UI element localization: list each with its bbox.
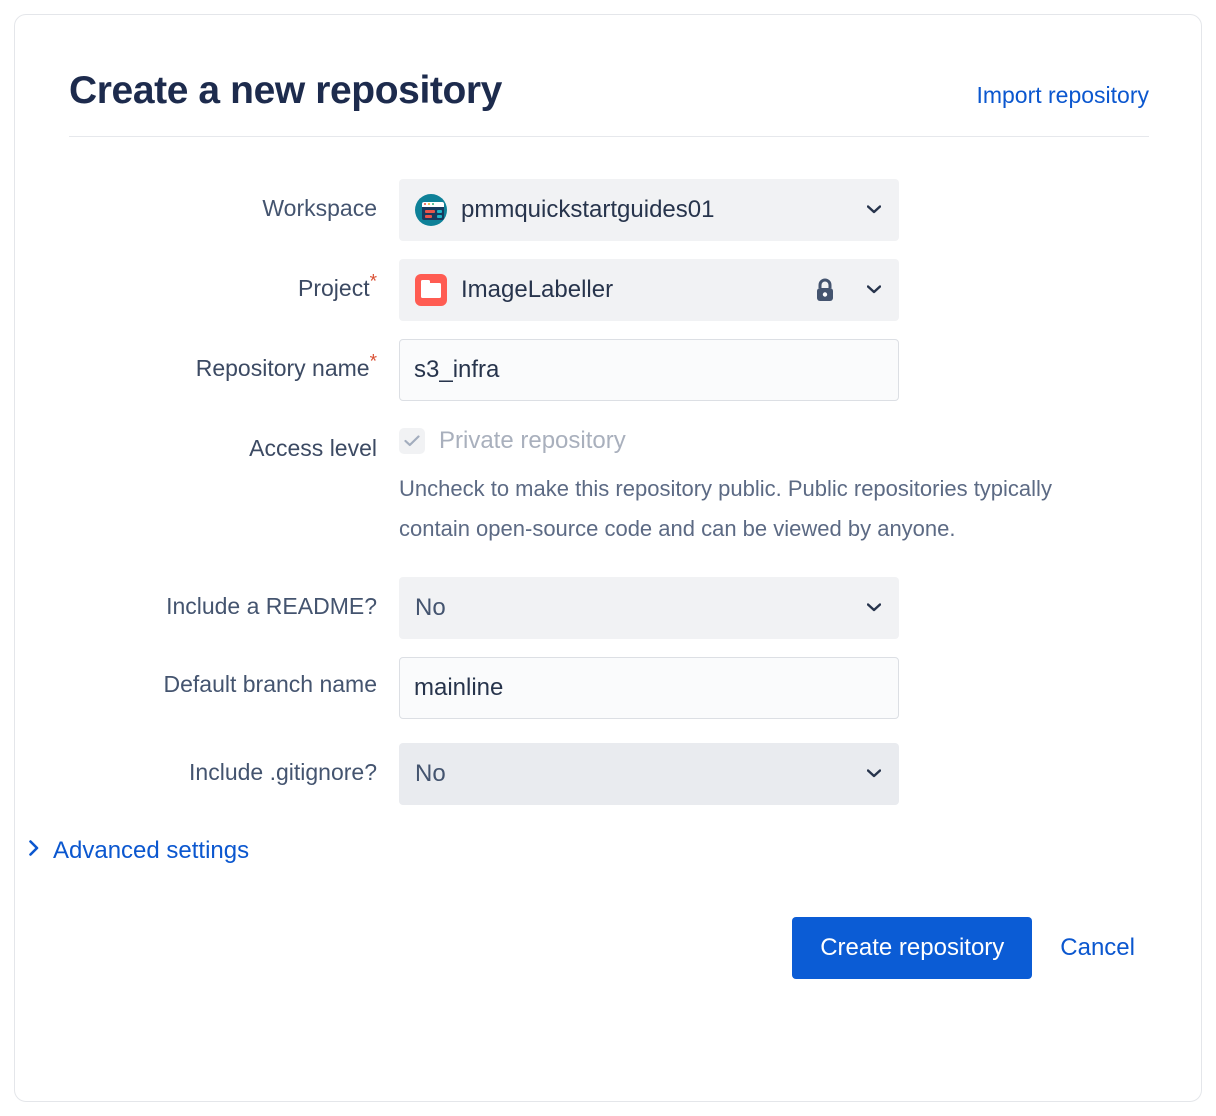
header-divider <box>69 135 1149 137</box>
access-level-row: Access level Private repository Uncheck … <box>69 419 1149 549</box>
advanced-settings-label: Advanced settings <box>53 836 250 864</box>
include-gitignore-label: Include .gitignore? <box>189 758 377 785</box>
include-gitignore-value: No <box>415 759 446 787</box>
project-select[interactable]: ImageLabeller <box>399 258 899 321</box>
advanced-settings-toggle[interactable]: Advanced settings <box>29 837 249 865</box>
chevron-down-icon <box>867 285 881 299</box>
default-branch-name-row: Default branch name mainline <box>69 656 1149 719</box>
include-gitignore-row: Include .gitignore? No <box>69 742 1149 805</box>
chevron-down-icon <box>867 769 881 783</box>
include-readme-field: No <box>399 576 1149 639</box>
project-label: Project* <box>69 259 399 307</box>
include-readme-row: Include a README? No <box>69 576 1149 639</box>
private-repository-checkbox <box>399 427 425 454</box>
project-field: ImageLabeller <box>399 258 1149 321</box>
workspace-field: pmmquickstartguides01 <box>399 178 1149 241</box>
repository-name-label-text: Repository name <box>195 354 370 381</box>
workspace-label: Workspace <box>262 194 377 221</box>
include-readme-label: Include a README? <box>166 592 377 619</box>
lock-icon <box>813 277 837 308</box>
create-repository-button[interactable]: Create repository <box>792 916 1033 979</box>
chevron-right-icon <box>29 840 39 861</box>
project-label-text: Project <box>298 274 370 301</box>
include-readme-select[interactable]: No <box>399 576 899 639</box>
access-level-help-text: Uncheck to make this repository public. … <box>399 475 1052 541</box>
project-folder-icon <box>415 273 447 306</box>
check-icon <box>404 435 420 446</box>
import-repository-link[interactable]: Import repository <box>976 82 1149 108</box>
workspace-select[interactable]: pmmquickstartguides01 <box>399 178 899 241</box>
form-actions: Create repository Cancel <box>69 916 1149 979</box>
cancel-button[interactable]: Cancel <box>1046 934 1149 962</box>
page-title: Create a new repository <box>69 69 502 112</box>
repository-name-label: Repository name* <box>69 339 399 387</box>
project-value: ImageLabeller <box>461 275 614 303</box>
private-repository-label: Private repository <box>439 426 626 454</box>
default-branch-name-input[interactable]: mainline <box>399 656 899 719</box>
form-container: Create a new repository Import repositor… <box>29 69 1149 979</box>
repository-name-row: Repository name* s3_infra <box>69 338 1149 401</box>
default-branch-name-field: mainline <box>399 656 1149 719</box>
repository-name-required-marker: * <box>369 351 377 373</box>
private-repository-checkbox-row[interactable]: Private repository <box>399 419 1149 455</box>
access-level-label: Access level <box>249 434 377 461</box>
default-branch-name-label: Default branch name <box>163 670 377 697</box>
create-repository-card: Create a new repository Import repositor… <box>14 14 1202 1102</box>
card-header: Create a new repository Import repositor… <box>69 69 1149 136</box>
workspace-row: Workspace pmmquickstartguides01 <box>69 178 1149 241</box>
include-gitignore-select[interactable]: No <box>399 742 899 805</box>
repository-name-input[interactable]: s3_infra <box>399 338 899 401</box>
chevron-down-icon <box>867 205 881 219</box>
include-gitignore-field: No <box>399 742 1149 805</box>
project-required-marker: * <box>369 271 377 293</box>
project-row: Project* ImageLabeller <box>69 258 1149 321</box>
workspace-value: pmmquickstartguides01 <box>461 195 715 223</box>
include-readme-value: No <box>415 593 446 621</box>
access-level-field: Private repository Uncheck to make this … <box>399 419 1149 549</box>
workspace-avatar-icon <box>415 193 447 226</box>
repository-name-field: s3_infra <box>399 338 1149 401</box>
chevron-down-icon <box>867 603 881 617</box>
